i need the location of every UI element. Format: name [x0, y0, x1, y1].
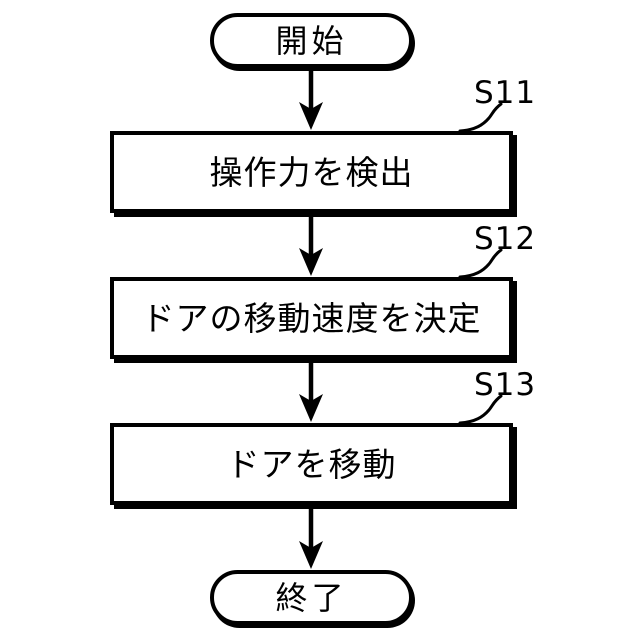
leader-line-s12 [458, 248, 503, 279]
step-id-label-s12: S12 [474, 221, 537, 257]
start-terminal: 開始 [210, 13, 413, 68]
end-terminal: 終了 [210, 570, 413, 625]
process-box-s11-label: 操作力を検出 [209, 152, 414, 192]
leader-line-s13 [458, 394, 503, 425]
flow-arrow-s12-to-s13 [299, 360, 323, 422]
process-box-s12: ドアの移動速度を決定 [110, 277, 513, 359]
process-box-s12-label: ドアの移動速度を決定 [141, 298, 482, 338]
process-box-s13-label: ドアを移動 [226, 444, 397, 484]
end-terminal-label: 終了 [275, 578, 348, 617]
start-terminal-label: 開始 [275, 21, 348, 60]
flow-arrow-s11-to-s12 [299, 214, 323, 276]
step-id-label-s11: S11 [474, 75, 537, 111]
process-box-s13: ドアを移動 [110, 423, 513, 505]
leader-line-s11 [458, 102, 503, 133]
process-box-s11: 操作力を検出 [110, 131, 513, 213]
step-id-label-s13: S13 [474, 367, 537, 403]
flow-arrow-start-to-s11 [299, 66, 323, 130]
flow-arrow-s13-to-end [299, 506, 323, 569]
